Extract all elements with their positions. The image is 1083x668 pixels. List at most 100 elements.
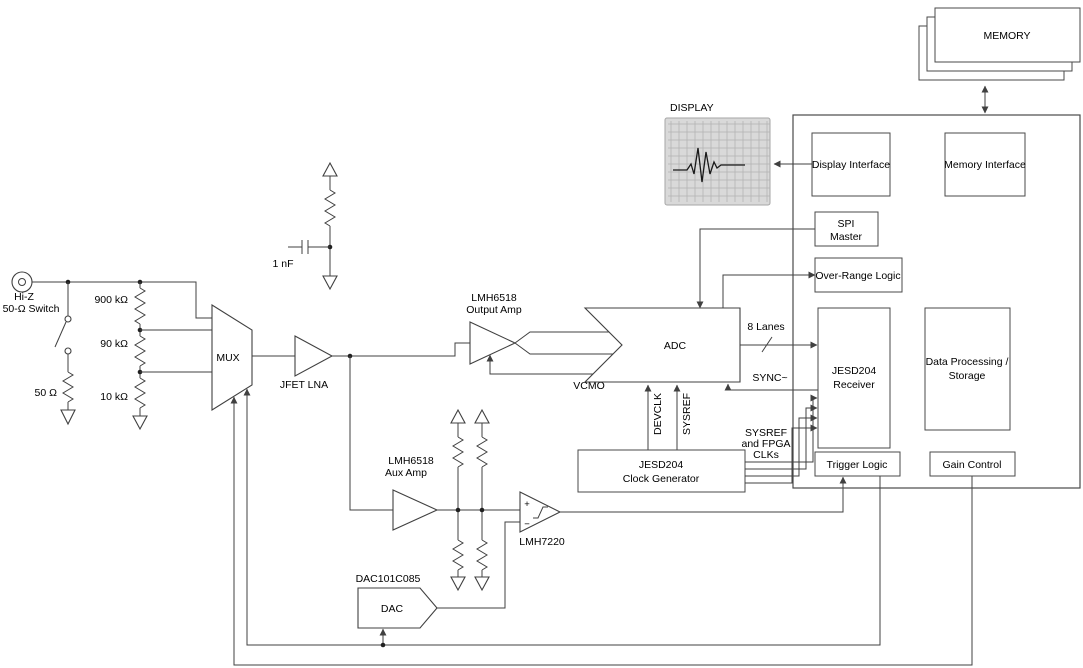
- data-processing-box: [924, 307, 1011, 431]
- hysteresis-icon: [533, 506, 548, 519]
- fpga-clk-wire: [745, 424, 818, 484]
- comparator-part-label: LMH7220: [519, 536, 565, 548]
- mux-symbol: [211, 304, 253, 411]
- over-range-logic-box: [814, 257, 903, 293]
- resistor-icon: [452, 436, 464, 468]
- amplifier-triangle-icon: [294, 335, 334, 377]
- resistor-icon: [452, 539, 464, 571]
- lanes-label: 8 Lanes: [747, 321, 784, 333]
- spi-master-label-2: Master: [830, 231, 863, 243]
- memory-interface-label: Memory Interface: [944, 159, 1026, 171]
- junction-dot: [380, 642, 386, 648]
- bus-slash-icon: [761, 336, 773, 353]
- clock-generator-block: JESD204 Clock Generator SYSREF and FPGA …: [577, 394, 818, 493]
- dac-symbol: [357, 587, 438, 629]
- supply-arrow-up-icon: [322, 161, 338, 177]
- display-section: DISPLAY: [664, 102, 812, 206]
- switch-contact-icon: [64, 315, 72, 323]
- mux-block: MUX: [211, 304, 295, 411]
- input-stage: Hi-Z 50-Ω Switch 50 Ω 900 kΩ 90 kΩ 10 kΩ: [3, 271, 212, 431]
- resistor-90k-icon: [134, 335, 146, 367]
- adc-block: ADC 8 Lanes SYNC~ DEVCLK SYSREF: [583, 228, 818, 450]
- aux-branch-wire: [349, 356, 393, 511]
- comparator-plus-label: +: [524, 499, 530, 510]
- dac-label: DAC: [381, 603, 404, 615]
- amplifier-triangle-icon: [469, 321, 517, 365]
- memory-interface-box: [944, 132, 1026, 197]
- diff-output-wire: [514, 331, 609, 344]
- diff-output-wire: [514, 342, 613, 355]
- bnc-connector-pin-icon: [18, 278, 26, 286]
- memory-label: MEMORY: [983, 30, 1030, 42]
- jesd-receiver-box: [817, 307, 891, 449]
- display-interface-box: [811, 132, 891, 197]
- clock-generator-label-2: Clock Generator: [623, 473, 700, 485]
- data-processing-label-2: Storage: [949, 370, 986, 382]
- resistor-icon: [324, 189, 336, 227]
- resistor-900k-icon: [134, 287, 146, 325]
- trigger-path: LMH6518 Aux Amp + − LMH7220: [349, 356, 847, 592]
- trigger-out-wire: [560, 476, 847, 513]
- trigger-logic-label: Trigger Logic: [827, 459, 888, 471]
- input-main-wire: [32, 281, 212, 319]
- trigger-logic-feedback-wire: [243, 388, 881, 646]
- compensation-network: 1 nF: [272, 161, 338, 291]
- fpga-clk-wire: [745, 414, 818, 477]
- fpga-clks-label-1: SYSREF: [745, 427, 787, 439]
- aux-amp-name-label: Aux Amp: [385, 467, 427, 479]
- mux-label: MUX: [216, 352, 239, 364]
- fpga-box: [792, 114, 1081, 489]
- resistor-50ohm-icon: [62, 371, 74, 403]
- ground-arrow-icon: [474, 576, 490, 592]
- output-amp-part-label: LMH6518: [471, 292, 517, 304]
- over-range-logic-label: Over-Range Logic: [815, 270, 900, 282]
- spi-control-wire: [696, 228, 815, 309]
- display-label: DISPLAY: [670, 102, 714, 114]
- dac-part-label: DAC101C085: [356, 573, 421, 585]
- display-graticule-icon: [668, 121, 770, 202]
- amplifier-triangle-icon: [392, 489, 439, 531]
- signal-wire: [332, 342, 470, 357]
- gain-control-label: Gain Control: [943, 459, 1002, 471]
- sync-wire: [724, 383, 818, 391]
- waveform-icon: [673, 147, 745, 183]
- fpga-section: Display Interface Memory Interface SPI M…: [792, 114, 1081, 489]
- data-processing-label-1: Data Processing /: [926, 356, 1009, 368]
- jesd-receiver-label-1: JESD204: [832, 365, 877, 377]
- bnc-connector-icon: [11, 271, 33, 293]
- junction-dot: [479, 507, 485, 513]
- fpga-clk-wire: [745, 404, 818, 470]
- supply-arrow-up-icon: [450, 408, 466, 424]
- output-amp-block: LMH6518 Output Amp VCMO: [466, 292, 613, 392]
- junction-dot: [455, 507, 461, 513]
- sync-label: SYNC~: [752, 372, 787, 384]
- aux-amp-part-label: LMH6518: [388, 455, 434, 467]
- clock-generator-box: [577, 449, 746, 493]
- dac-threshold-wire: [437, 521, 520, 609]
- sysref-label: SYSREF: [681, 393, 693, 435]
- resistor-90k-label: 90 kΩ: [100, 338, 128, 350]
- resistor-icon: [476, 436, 488, 468]
- ground-arrow-icon: [132, 415, 148, 431]
- trigger-logic-box: [814, 451, 901, 477]
- resistor-10k-label: 10 kΩ: [100, 391, 128, 403]
- ground-arrow-icon: [450, 576, 466, 592]
- output-amp-name-label: Output Amp: [466, 304, 522, 316]
- memory-box-front: [934, 7, 1081, 63]
- resistor-900k-label: 900 kΩ: [94, 294, 128, 306]
- spi-master-box: [814, 211, 879, 247]
- jfet-lna-label: JFET LNA: [280, 379, 328, 391]
- clock-generator-label-1: JESD204: [639, 459, 684, 471]
- input-hiz-label: Hi-Z: [14, 291, 34, 303]
- comparator-minus-label: −: [524, 519, 530, 530]
- fpga-clks-label-3: CLKs: [753, 449, 779, 461]
- vcmo-label: VCMO: [573, 380, 605, 392]
- resistor-50ohm-label: 50 Ω: [35, 387, 58, 399]
- supply-arrow-down-icon: [322, 275, 338, 291]
- comparator-triangle-icon: [519, 491, 562, 533]
- dac-block: DAC101C085 DAC: [356, 521, 520, 629]
- gain-control-feedback-wire: [230, 396, 973, 666]
- over-range-wire: [722, 271, 816, 308]
